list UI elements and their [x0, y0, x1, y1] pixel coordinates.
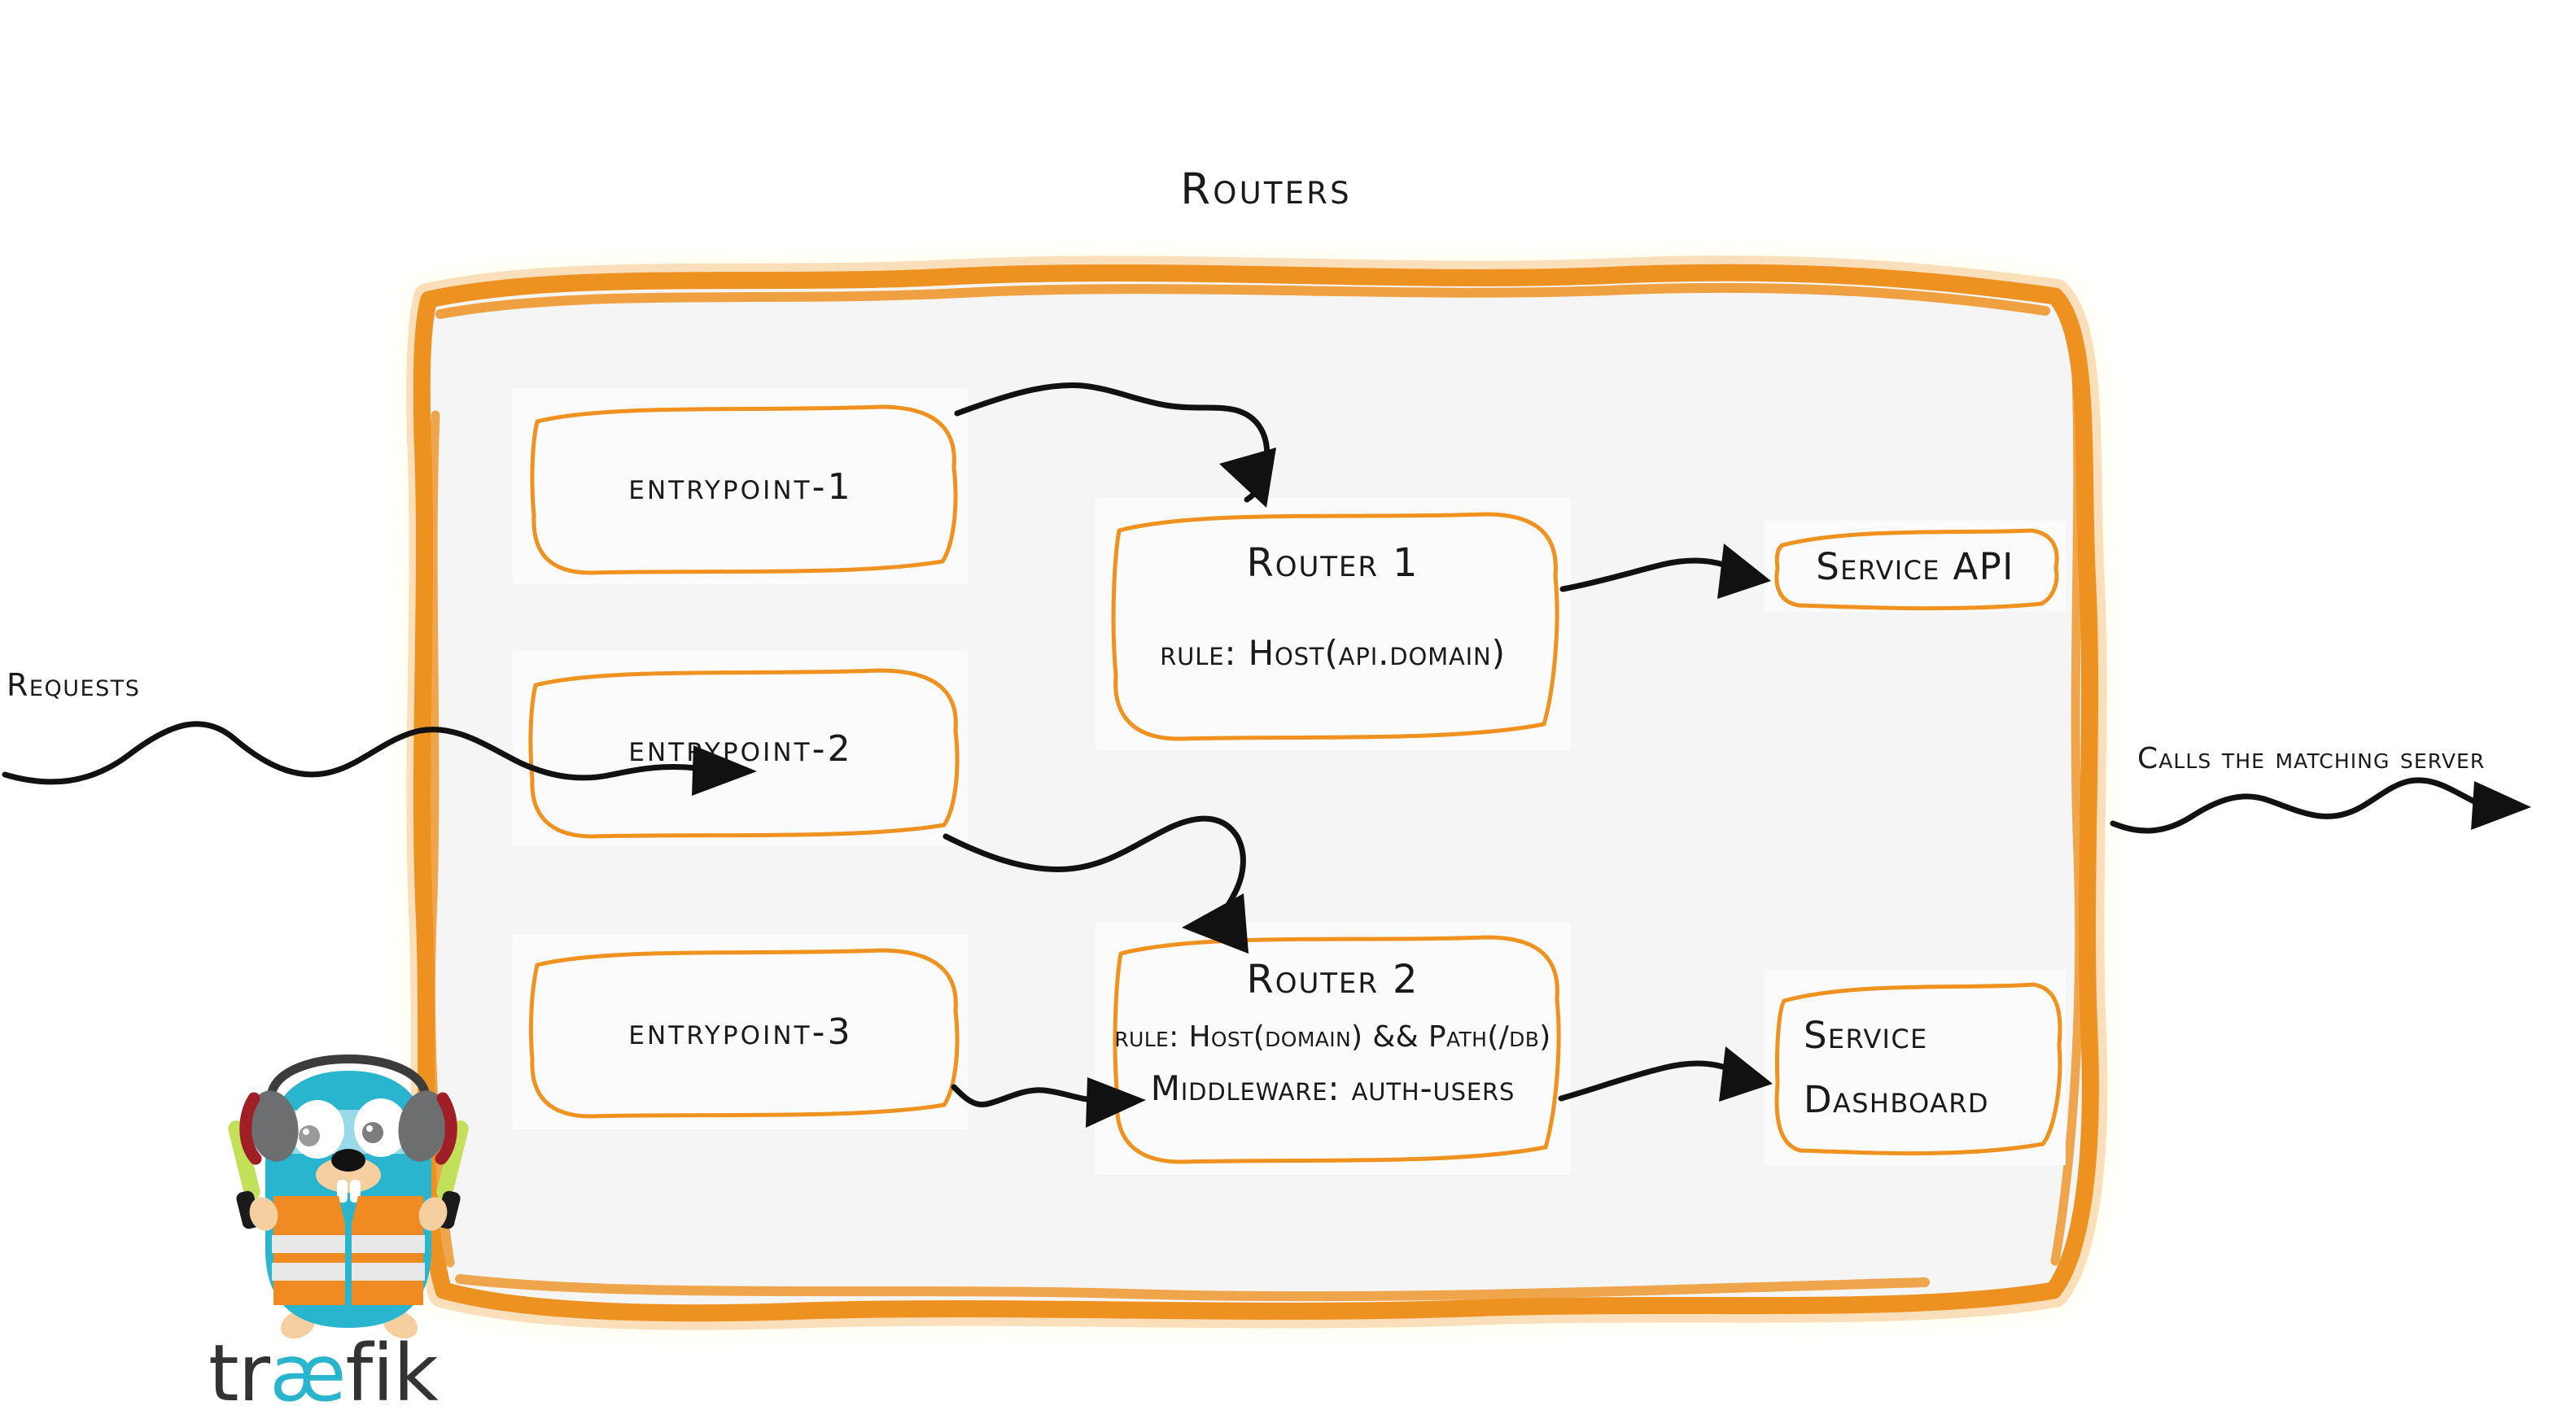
- traefik-wordmark-ligature: æ: [269, 1328, 346, 1419]
- router-2-box[interactable]: Router 2 rule: Host(domain) && Path(/db)…: [1095, 923, 1571, 1175]
- page-title: Routers: [0, 164, 2576, 214]
- entrypoint-2-box[interactable]: entrypoint-2: [513, 651, 969, 846]
- requests-label-text: Requests: [7, 667, 141, 703]
- router-1-rule: rule: Host(api.domain): [1160, 633, 1506, 673]
- headphone-band: [267, 1054, 430, 1097]
- entrypoint-2-label: entrypoint-2: [628, 727, 853, 770]
- service-dashboard-label-line1: Service: [1804, 1014, 1928, 1057]
- headphone-right-cup: [398, 1090, 457, 1165]
- headphone-left-cup: [239, 1090, 299, 1165]
- traefik-logo: træfik: [208, 1032, 470, 1412]
- page-title-text: Routers: [1180, 164, 1352, 214]
- entrypoint-1-label: entrypoint-1: [628, 465, 853, 508]
- service-api-box[interactable]: Service API: [1765, 521, 2066, 612]
- service-dashboard-box[interactable]: Service Dashboard: [1765, 970, 2066, 1165]
- router-2-title: Router 2: [1246, 957, 1419, 1002]
- router-2-rule: rule: Host(domain) && Path(/db): [1114, 1020, 1551, 1054]
- traefik-wordmark-part3: fik: [345, 1328, 439, 1419]
- router-2-middleware: Middleware: auth-users: [1150, 1068, 1515, 1108]
- traefik-wordmark-part1: tr: [208, 1328, 270, 1419]
- calls-matching-server-label: Calls the matching server: [2137, 742, 2485, 775]
- entrypoint-1-box[interactable]: entrypoint-1: [513, 389, 969, 584]
- router-1-box[interactable]: Router 1 rule: Host(api.domain): [1095, 498, 1571, 750]
- requests-label: Requests: [7, 667, 140, 703]
- calls-label-text: Calls the matching server: [2137, 742, 2486, 775]
- service-api-label: Service API: [1816, 544, 2014, 588]
- service-dashboard-label-line2: Dashboard: [1804, 1078, 1989, 1121]
- router-1-title: Router 1: [1246, 540, 1419, 586]
- safety-vest: [272, 1196, 425, 1305]
- entrypoint-3-box[interactable]: entrypoint-3: [513, 934, 969, 1129]
- entrypoint-3-label: entrypoint-3: [628, 1011, 853, 1053]
- arrow-calls-out: [2110, 777, 2531, 834]
